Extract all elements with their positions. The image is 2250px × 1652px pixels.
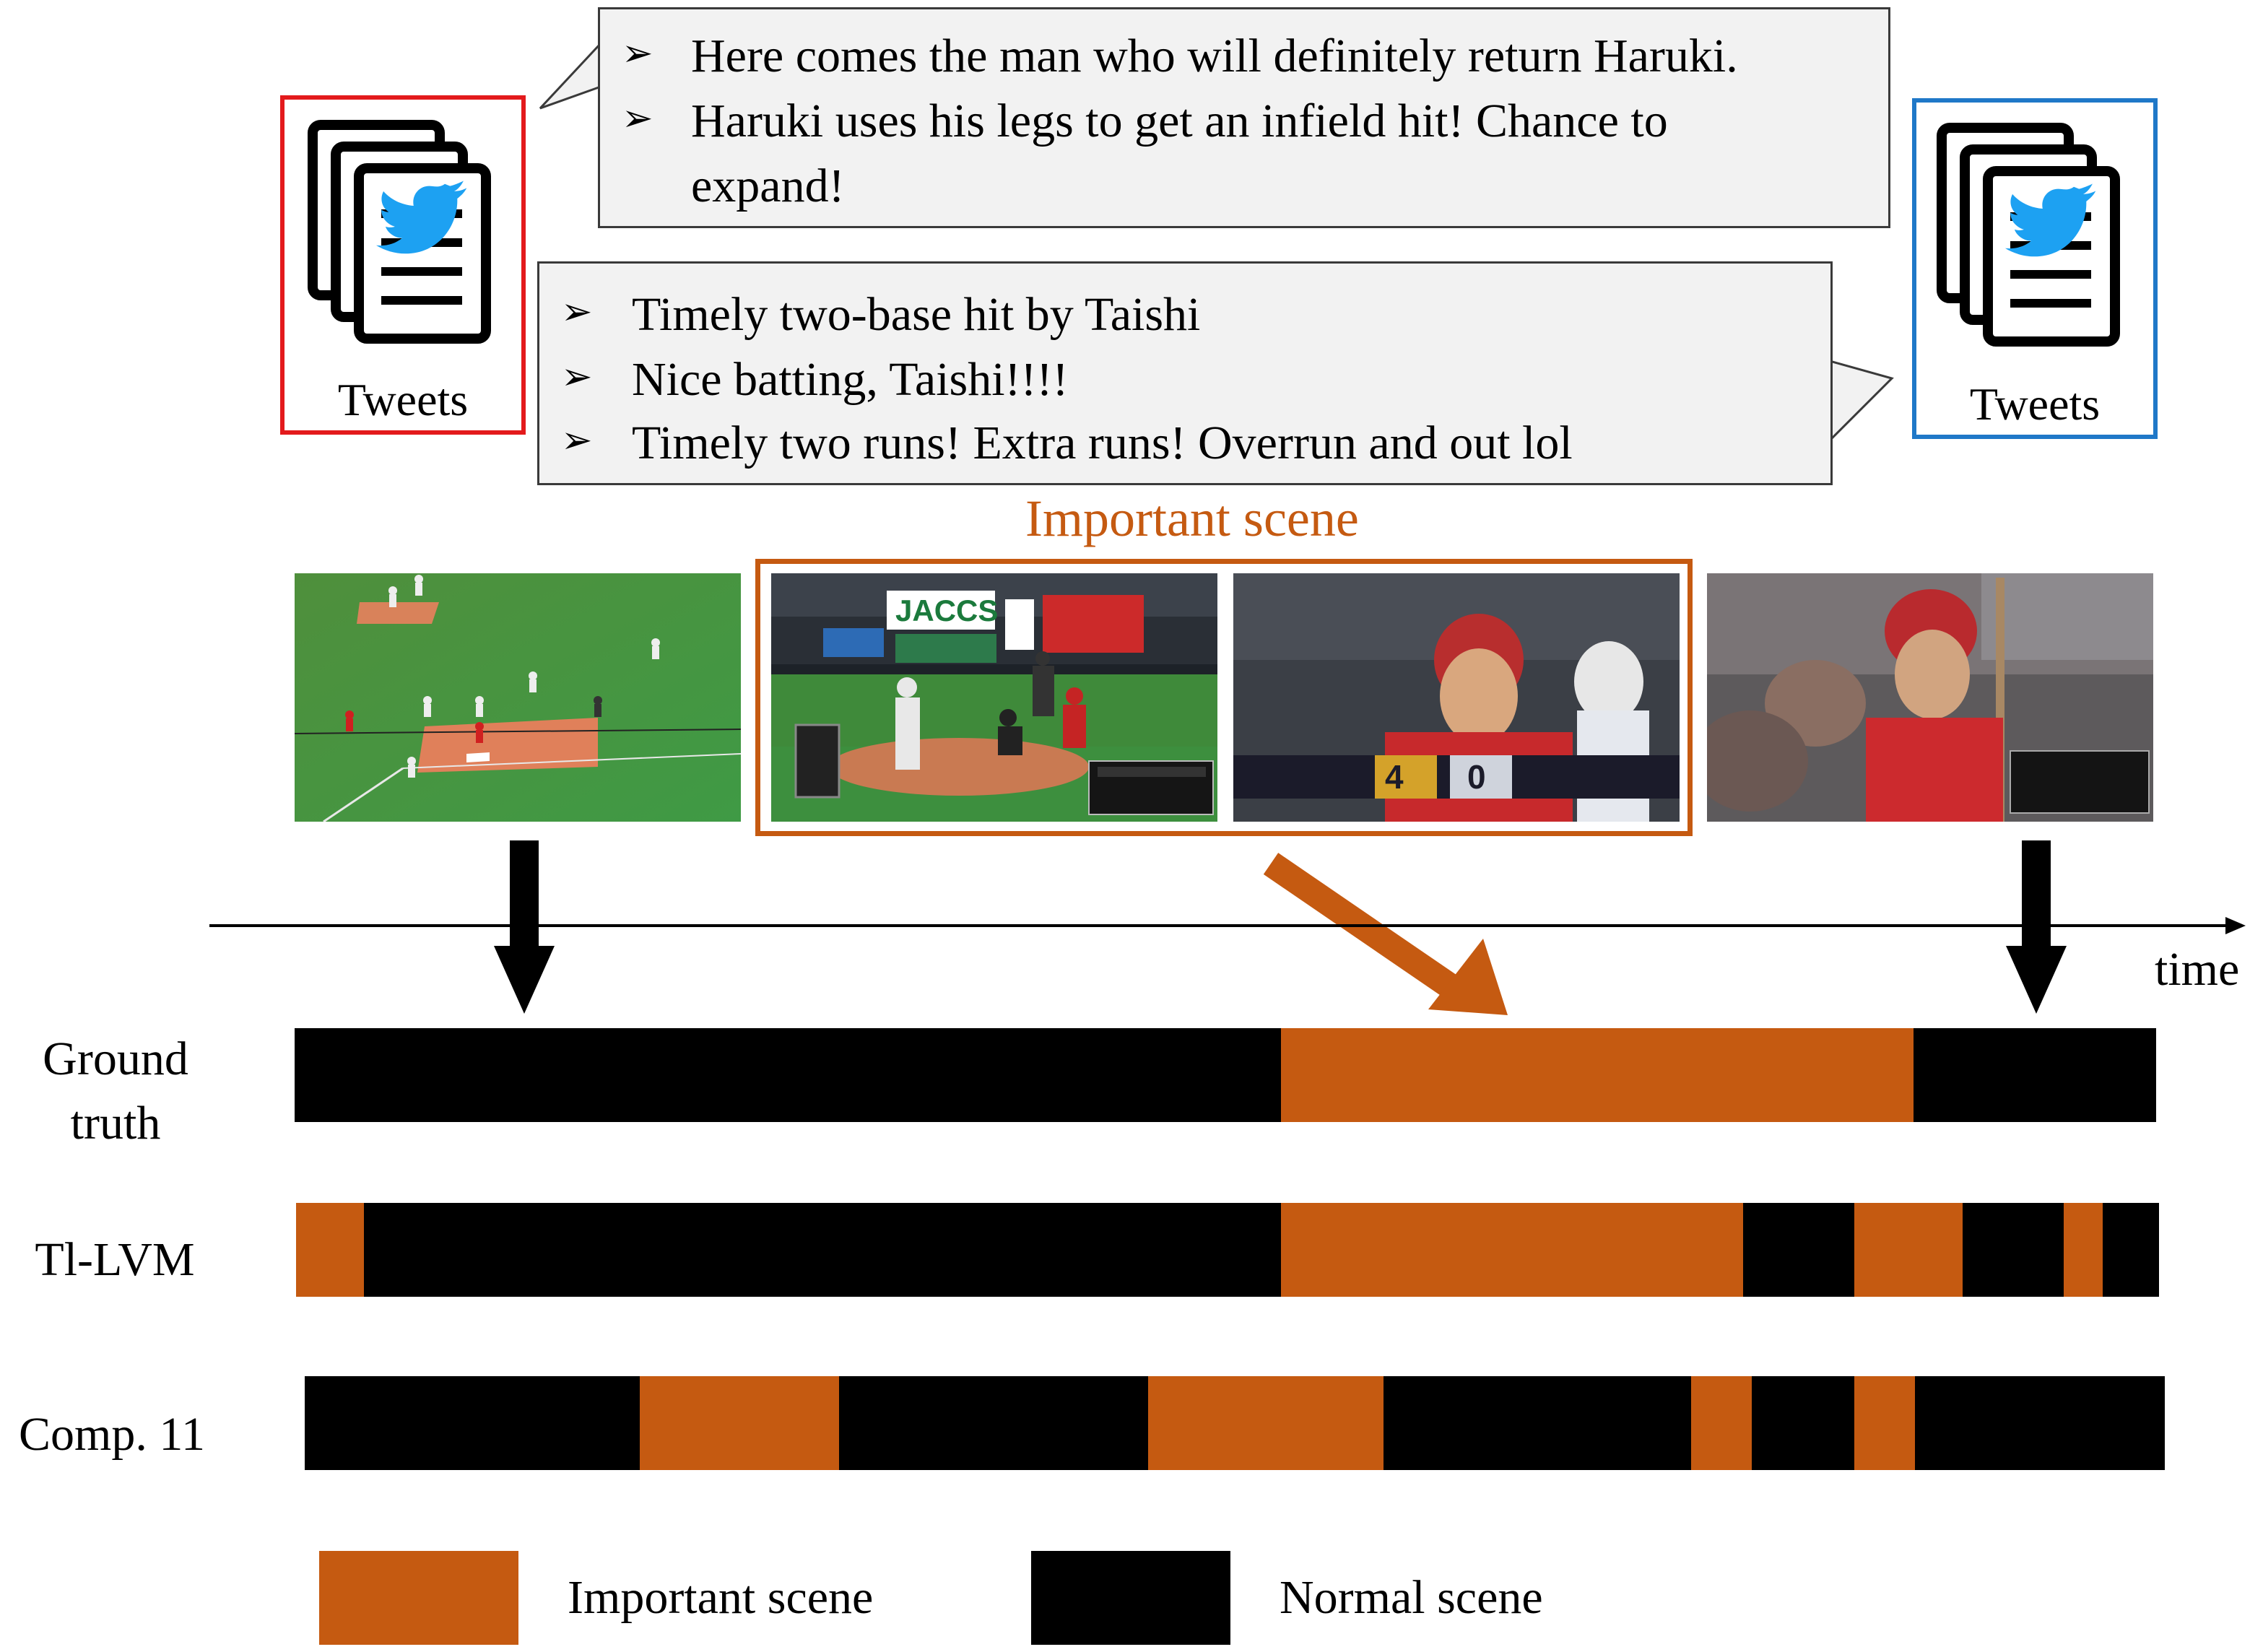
bubble-pointers	[539, 40, 1894, 443]
row-label-tl-lvm: Tl-LVM	[10, 1227, 220, 1292]
left-tweets-label: Tweets	[337, 374, 469, 425]
svg-text:JACCS: JACCS	[895, 594, 998, 627]
row-label-line: Tl-LVM	[35, 1233, 195, 1286]
video-frame-field	[295, 573, 741, 822]
comp-11-bar	[305, 1376, 2165, 1470]
important-segment	[640, 1376, 839, 1470]
important-scene-title: Important scene	[1025, 490, 1359, 547]
twitter-document-stack-icon	[1937, 123, 2146, 375]
tweet-text: Timely two-base hit by Taishi	[632, 288, 1201, 341]
tweet-text: Timely two runs! Extra runs! Overrun and…	[632, 417, 1573, 469]
left-tweets-box: Tweets	[280, 95, 526, 435]
tweet-text: Haruki uses his legs to get an infield h…	[691, 95, 1668, 147]
legend-important-label: Important scene	[568, 1571, 874, 1624]
important-segment	[1854, 1376, 1915, 1470]
row-label-line: truth	[70, 1097, 161, 1150]
video-frame-player: 4 0	[1233, 573, 1680, 822]
video-frame-pitch: JACCS	[771, 573, 1217, 822]
right-tweets-box: Tweets	[1912, 98, 2158, 439]
tweet-bubble-top: ➢ Here comes the man who will definitely…	[598, 7, 1890, 228]
arrow-bullet-icon: ➢	[561, 420, 593, 461]
tweet-text: Nice batting, Taishi!!!!	[632, 353, 1069, 406]
right-tweets-label: Tweets	[1969, 378, 2101, 430]
tl-lvm-bar	[296, 1203, 2159, 1297]
row-label-line: Comp. 11	[19, 1408, 205, 1461]
important-scene-frame	[755, 559, 1693, 836]
timeline-arrows	[209, 840, 2246, 1015]
important-segment	[1854, 1203, 1963, 1297]
tweet-bubble-bottom: ➢ Timely two-base hit by Taishi ➢ Nice b…	[537, 261, 1833, 485]
arrow-bullet-icon: ➢	[622, 33, 653, 74]
row-label-comp-11: Comp. 11	[0, 1402, 224, 1466]
time-axis-label: time	[2155, 943, 2240, 996]
important-segment	[2064, 1203, 2103, 1297]
legend-normal-swatch	[1031, 1551, 1230, 1645]
important-segment	[1281, 1203, 1743, 1297]
arrow-bullet-icon: ➢	[622, 98, 653, 139]
arrow-bullet-icon: ➢	[561, 357, 593, 398]
arrow-bullet-icon: ➢	[561, 292, 593, 333]
row-label-ground-truth: Ground truth	[14, 1027, 217, 1155]
legend-normal-label: Normal scene	[1280, 1571, 1543, 1624]
row-label-line: Ground	[43, 1032, 188, 1085]
svg-text:4: 4	[1385, 758, 1404, 796]
important-segment	[1281, 1028, 1914, 1122]
important-segment	[1148, 1376, 1384, 1470]
tweet-text: expand!	[691, 160, 845, 212]
tweet-text: Here comes the man who will definitely r…	[691, 30, 1738, 82]
important-segment	[1691, 1376, 1752, 1470]
ground-truth-bar	[295, 1028, 2156, 1122]
legend-important-swatch	[319, 1551, 518, 1645]
svg-text:0: 0	[1467, 758, 1486, 796]
important-segment	[296, 1203, 364, 1297]
video-frame-batter	[1707, 573, 2153, 822]
twitter-document-stack-icon	[308, 120, 517, 373]
